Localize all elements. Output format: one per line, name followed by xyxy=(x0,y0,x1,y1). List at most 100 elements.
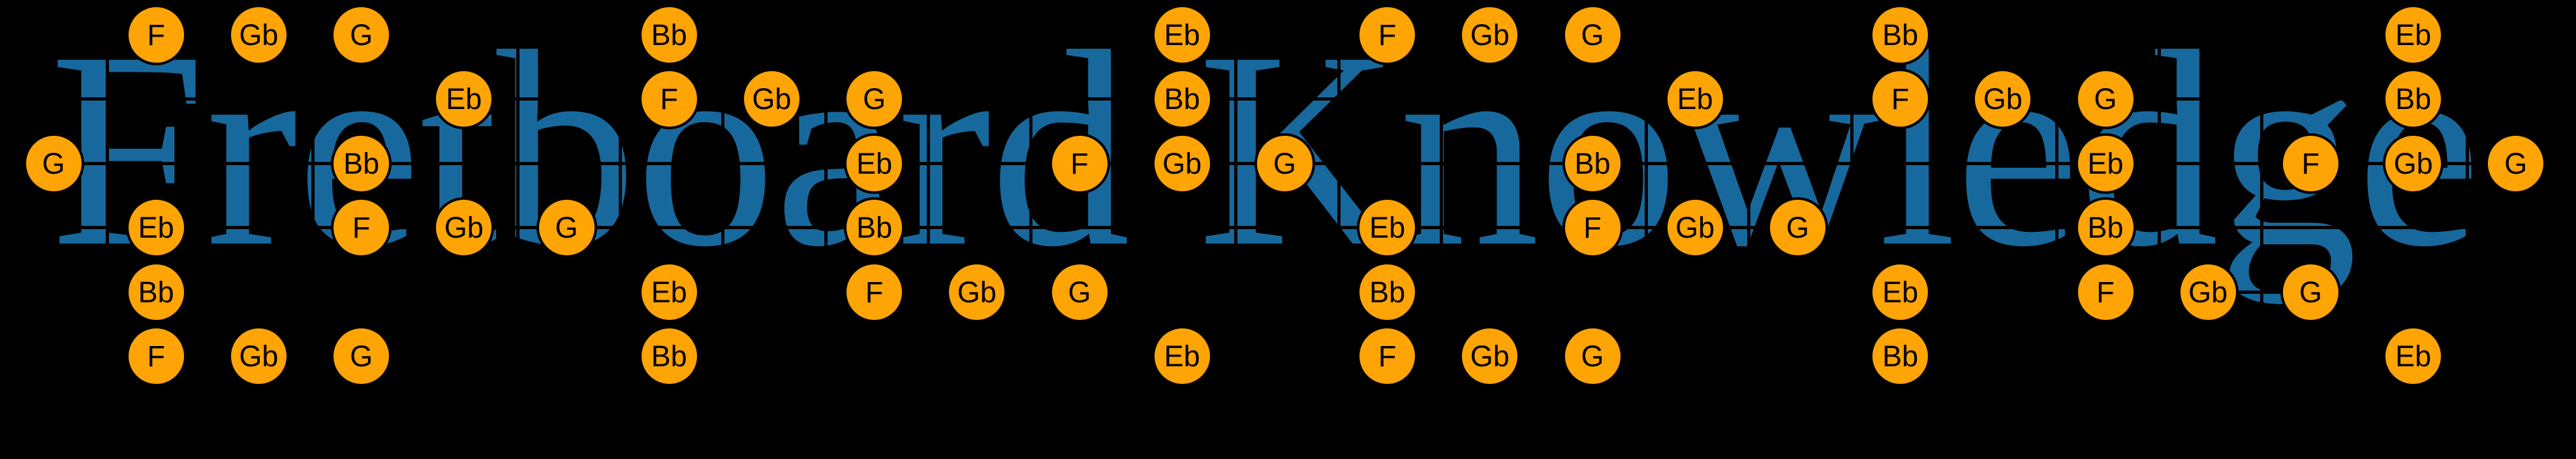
note-dot-string-3-G-fret-15-Bb: Bb xyxy=(1562,133,1623,194)
note-dot-string-1-high-E-fret-2-Gb: Gb xyxy=(228,4,289,65)
fret-line xyxy=(1132,33,1136,358)
note-label: Eb xyxy=(856,146,893,180)
note-dot-string-2-B-fret-4-Eb: Eb xyxy=(433,69,495,129)
note-label: F xyxy=(2096,275,2115,309)
note-label: Eb xyxy=(2395,18,2432,52)
note-dot-string-4-D-fret-17-G: G xyxy=(1767,197,1828,258)
note-label: Gb xyxy=(1675,211,1715,244)
note-dot-string-6-low-E-fret-14-Gb: Gb xyxy=(1459,326,1521,387)
note-dot-string-4-D-fret-1-Eb: Eb xyxy=(125,197,187,258)
note-dot-string-6-low-E-fret-11-Eb: Eb xyxy=(1151,326,1213,387)
note-dot-string-1-high-E-fret-14-Gb: Gb xyxy=(1459,4,1521,65)
note-dot-string-5-A-fret-21-Gb: Gb xyxy=(2177,261,2239,323)
note-label: Eb xyxy=(446,82,482,116)
note-dot-string-1-high-E-fret-11-Eb: Eb xyxy=(1151,4,1213,65)
fret-line xyxy=(1234,33,1238,358)
note-dot-string-3-G-fret-24-G: G xyxy=(2485,133,2547,194)
note-dot-string-6-low-E-fret-3-G: G xyxy=(331,326,392,387)
fret-line xyxy=(824,33,828,358)
note-label: Eb xyxy=(1164,340,1200,373)
note-dot-string-6-low-E-fret-2-Gb: Gb xyxy=(228,326,289,387)
note-label: G xyxy=(42,146,65,180)
note-label: F xyxy=(1583,211,1602,244)
note-label: Eb xyxy=(1369,211,1406,244)
note-label: F xyxy=(1378,340,1397,373)
note-dot-string-3-G-fret-8-Eb: Eb xyxy=(844,133,905,194)
note-dot-string-2-B-fret-7-Gb: Gb xyxy=(741,69,802,129)
note-dot-string-5-A-fret-1-Bb: Bb xyxy=(125,261,187,323)
fret-line xyxy=(2363,33,2367,358)
note-label: Eb xyxy=(138,211,174,244)
note-label: F xyxy=(1070,146,1089,180)
note-label: Eb xyxy=(2395,340,2432,373)
fret-line xyxy=(311,33,315,358)
fret-line xyxy=(1952,33,1956,358)
note-label: G xyxy=(863,82,886,116)
note-label: Gb xyxy=(1470,18,1510,52)
note-label: Bb xyxy=(1574,146,1611,180)
note-label: F xyxy=(660,82,678,116)
note-dot-string-3-G-fret-3-Bb: Bb xyxy=(331,133,392,194)
fret-line xyxy=(208,33,212,358)
note-label: Gb xyxy=(957,275,997,309)
note-dot-string-6-low-E-fret-13-F: F xyxy=(1357,326,1418,387)
note-dot-string-6-low-E-fret-1-F: F xyxy=(125,326,187,387)
note-label: G xyxy=(1581,18,1604,52)
note-dot-string-5-A-fret-22-G: G xyxy=(2280,261,2341,323)
fret-line xyxy=(2260,33,2264,358)
note-label: G xyxy=(2504,146,2528,180)
note-label: Eb xyxy=(1882,275,1919,309)
note-dot-string-5-A-fret-6-Eb: Eb xyxy=(638,261,700,323)
note-dot-string-2-B-fret-20-G: G xyxy=(2075,69,2136,129)
string-line xyxy=(20,97,2567,101)
note-dot-string-2-B-fret-11-Bb: Bb xyxy=(1151,69,1213,129)
note-dot-string-1-high-E-fret-13-F: F xyxy=(1357,4,1418,65)
note-label: Eb xyxy=(2087,146,2124,180)
fret-line xyxy=(106,33,110,358)
note-label: G xyxy=(2299,275,2322,309)
note-label: F xyxy=(1891,82,1910,116)
note-label: F xyxy=(1378,18,1397,52)
note-dot-string-2-B-fret-16-Eb: Eb xyxy=(1664,69,1726,129)
note-label: Bb xyxy=(1164,82,1200,116)
note-dot-string-4-D-fret-15-F: F xyxy=(1562,197,1623,258)
note-label: Bb xyxy=(2395,82,2432,116)
note-dot-string-2-B-fret-6-F: F xyxy=(638,69,700,129)
note-dot-string-1-high-E-fret-23-Eb: Eb xyxy=(2383,4,2444,65)
note-dot-string-4-D-fret-5-G: G xyxy=(536,197,597,258)
note-dot-string-5-A-fret-18-Eb: Eb xyxy=(1870,261,1931,323)
note-dot-string-4-D-fret-8-Bb: Bb xyxy=(844,197,905,258)
note-dot-string-2-B-fret-18-F: F xyxy=(1870,69,1931,129)
note-dot-string-3-G-fret-22-F: F xyxy=(2280,133,2341,194)
note-dot-string-1-high-E-fret-3-G: G xyxy=(331,4,392,65)
note-dot-string-6-low-E-fret-18-Bb: Bb xyxy=(1870,326,1931,387)
note-dot-string-1-high-E-fret-1-F: F xyxy=(125,4,187,65)
note-label: Gb xyxy=(2188,275,2228,309)
note-label: Gb xyxy=(1983,82,2023,116)
note-label: Bb xyxy=(138,275,174,309)
note-dot-string-6-low-E-fret-23-Eb: Eb xyxy=(2383,326,2444,387)
note-label: Eb xyxy=(1164,18,1200,52)
note-label: Gb xyxy=(1470,340,1510,373)
note-dot-string-4-D-fret-3-F: F xyxy=(331,197,392,258)
note-label: Gb xyxy=(444,211,484,244)
note-label: Gb xyxy=(2393,146,2433,180)
note-label: G xyxy=(555,211,578,244)
fret-line xyxy=(413,33,417,358)
note-label: Gb xyxy=(1162,146,1202,180)
fret-line xyxy=(1645,33,1649,358)
note-label: Gb xyxy=(239,18,279,52)
note-dot-string-3-G-fret-11-Gb: Gb xyxy=(1151,133,1213,194)
fret-line xyxy=(926,33,930,358)
note-label: F xyxy=(352,211,371,244)
note-dot-string-1-high-E-fret-15-G: G xyxy=(1562,4,1623,65)
note-label: Gb xyxy=(752,82,792,116)
note-dot-string-5-A-fret-10-G: G xyxy=(1049,261,1110,323)
note-dot-string-5-A-fret-9-Gb: Gb xyxy=(946,261,1008,323)
note-dot-string-3-G-fret-23-Gb: Gb xyxy=(2383,133,2444,194)
note-label: Eb xyxy=(1677,82,1713,116)
fret-line xyxy=(1029,33,1032,358)
note-dot-string-6-low-E-fret-15-G: G xyxy=(1562,326,1623,387)
note-dot-string-3-G-fret-0-G: G xyxy=(23,133,84,194)
